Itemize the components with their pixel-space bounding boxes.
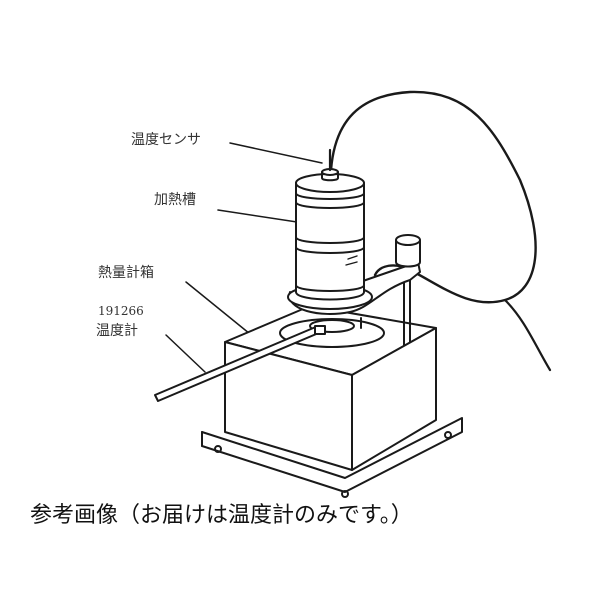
label-temperature-sensor: 温度センサ	[131, 132, 201, 148]
label-thermometer: 温度計	[96, 323, 138, 339]
label-model-number: 191266	[98, 304, 144, 318]
label-heating-tank: 加熱槽	[154, 192, 196, 208]
heater-cylinder	[295, 182, 365, 301]
label-calorimeter-box: 熱量計箱	[98, 265, 154, 281]
caption-reference-image: 参考画像（お届けは温度計のみです。）	[30, 503, 413, 528]
